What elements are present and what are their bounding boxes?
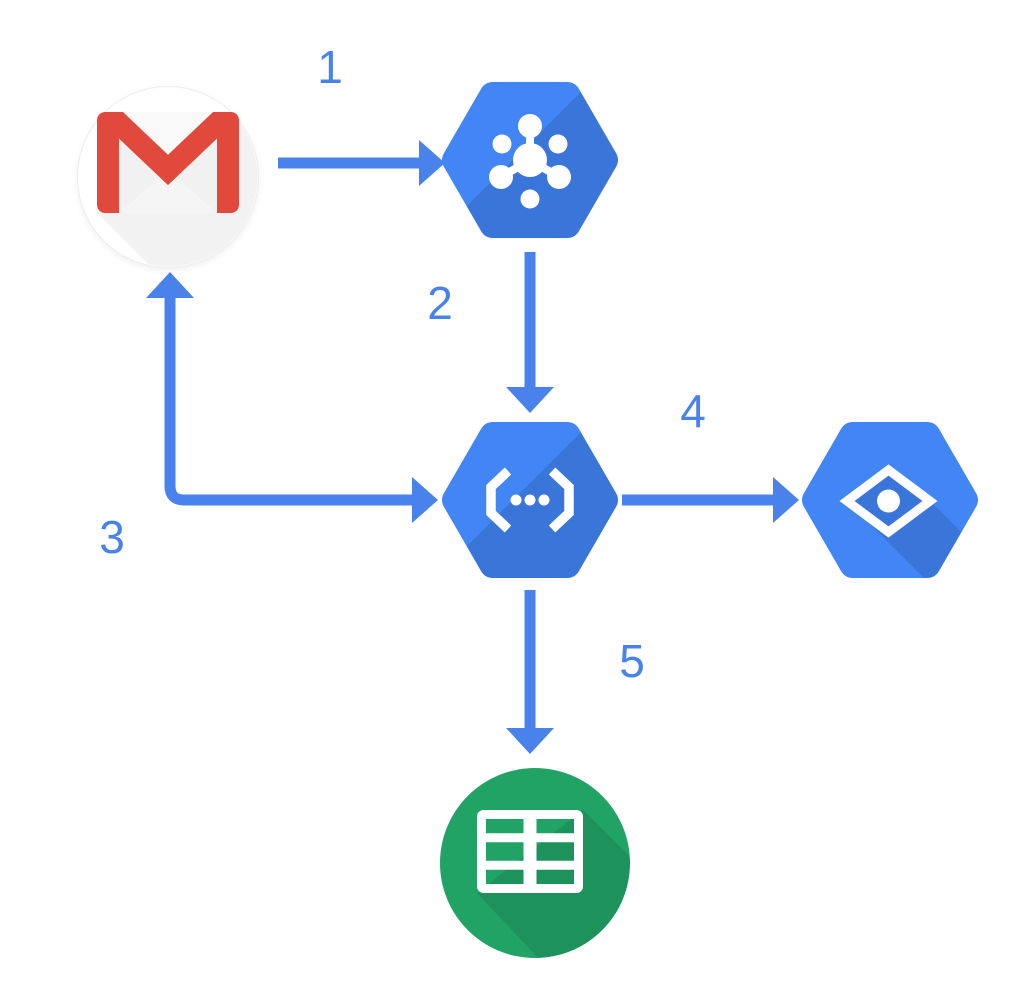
arrow-step-1-head bbox=[419, 140, 445, 186]
node-gmail bbox=[78, 87, 258, 267]
arrow-step-3-head-up bbox=[146, 272, 194, 298]
envelope-fold bbox=[119, 170, 217, 213]
vision-glyph bbox=[839, 464, 938, 538]
node-cloud-pubsub bbox=[440, 82, 620, 238]
envelope-right-bar bbox=[217, 112, 239, 213]
gmail-icon bbox=[97, 112, 258, 267]
step-label-3: 3 bbox=[99, 511, 125, 563]
arrow-step-3-head-right bbox=[412, 477, 438, 523]
envelope-left-bar bbox=[97, 112, 119, 213]
node-google-sheets bbox=[440, 768, 630, 958]
node-cloud-vision bbox=[800, 422, 980, 578]
google-sheets-icon bbox=[440, 768, 630, 958]
envelope-flap-m bbox=[99, 112, 237, 186]
functions-glyph bbox=[486, 467, 574, 533]
cloud-vision-icon bbox=[802, 422, 978, 578]
arrow-step-2-head bbox=[506, 387, 554, 413]
spreadsheet-grid bbox=[477, 810, 583, 893]
arrow-step-5-head bbox=[506, 728, 554, 754]
step-label-4: 4 bbox=[680, 385, 706, 437]
envelope bbox=[97, 112, 239, 213]
cloud-pubsub-icon bbox=[442, 82, 618, 238]
node-cloud-functions bbox=[440, 422, 620, 578]
step-label-5: 5 bbox=[619, 635, 645, 687]
step-label-1: 1 bbox=[317, 41, 343, 93]
envelope-flap-highlight bbox=[107, 112, 229, 166]
arrow-step-3-line bbox=[164, 298, 413, 506]
pubsub-glyph bbox=[489, 114, 571, 209]
cloud-functions-icon bbox=[442, 422, 618, 578]
step-label-2: 2 bbox=[427, 277, 453, 329]
arrow-step-4-head bbox=[773, 477, 799, 523]
